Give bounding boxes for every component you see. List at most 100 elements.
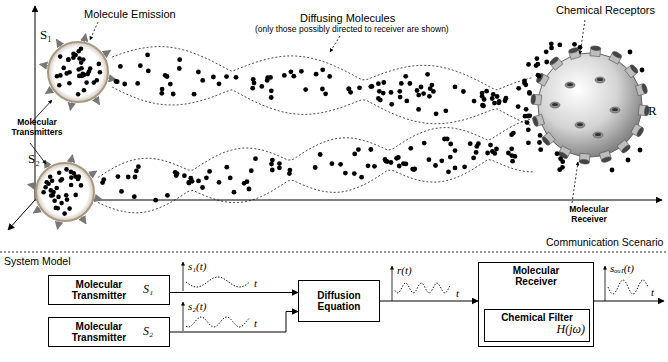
molecule bbox=[346, 87, 351, 92]
molecule bbox=[277, 165, 282, 170]
molecule bbox=[338, 162, 343, 167]
molecule bbox=[217, 180, 222, 185]
molecule bbox=[323, 91, 328, 96]
molecules bbox=[41, 41, 644, 216]
molecule bbox=[482, 97, 487, 102]
molecule bbox=[163, 73, 168, 78]
receptor bbox=[609, 50, 623, 64]
molecule bbox=[461, 89, 466, 94]
molecule bbox=[269, 88, 274, 93]
molecule bbox=[67, 81, 72, 86]
node-title: Diffusion Equation bbox=[309, 290, 369, 312]
molecule bbox=[560, 159, 565, 164]
node-title: Molecular Transmitter bbox=[65, 279, 133, 301]
molecule bbox=[327, 74, 332, 79]
molecule bbox=[57, 83, 62, 88]
molecule bbox=[527, 90, 532, 95]
transmitter-circle bbox=[48, 42, 108, 102]
molecule bbox=[61, 66, 66, 71]
molecule bbox=[73, 193, 78, 198]
node-title: Chemical Filter bbox=[489, 312, 585, 323]
plot-axis bbox=[183, 262, 184, 291]
label: s₂(t) bbox=[188, 300, 207, 313]
leader-line bbox=[580, 20, 585, 54]
molecule bbox=[415, 88, 420, 93]
emission-arrow bbox=[71, 155, 73, 163]
emission-arrow bbox=[40, 64, 48, 66]
molecule bbox=[356, 147, 361, 152]
molecule bbox=[65, 197, 70, 202]
receptor bbox=[579, 153, 590, 164]
molecule bbox=[76, 49, 81, 54]
molecule bbox=[448, 142, 453, 147]
molecule bbox=[425, 72, 430, 77]
label: S₁ bbox=[40, 28, 52, 43]
molecule bbox=[43, 185, 48, 190]
molecule bbox=[100, 180, 105, 185]
molecule bbox=[259, 84, 264, 89]
molecule bbox=[381, 80, 386, 85]
molecule bbox=[115, 79, 120, 84]
molecule bbox=[578, 45, 583, 50]
molecule bbox=[398, 95, 403, 100]
molecule bbox=[506, 151, 511, 156]
emission-arrow bbox=[84, 34, 86, 42]
molecule bbox=[408, 146, 413, 151]
molecule bbox=[412, 167, 417, 172]
molecule bbox=[488, 143, 493, 148]
molecule bbox=[403, 74, 408, 79]
molecule bbox=[97, 62, 102, 67]
molecule bbox=[62, 211, 67, 216]
molecule bbox=[427, 94, 432, 99]
node-content: Molecular Receiver bbox=[479, 263, 593, 289]
node-symbol: S₂ bbox=[143, 325, 153, 338]
molecule bbox=[224, 165, 229, 170]
molecule bbox=[126, 175, 131, 180]
molecule bbox=[71, 52, 76, 57]
signal-wave bbox=[395, 283, 450, 293]
receptor bbox=[532, 114, 545, 127]
molecule bbox=[192, 92, 197, 97]
molecule bbox=[228, 176, 233, 181]
molecule bbox=[538, 147, 543, 152]
chemical-receptors bbox=[531, 46, 650, 165]
node-title: Molecular Receiver bbox=[501, 265, 571, 287]
envelope-line bbox=[98, 159, 533, 212]
molecule bbox=[320, 67, 325, 72]
emission-arrow bbox=[70, 102, 72, 110]
molecule bbox=[404, 99, 409, 104]
node-content: Diffusion Equation bbox=[299, 281, 379, 321]
molecule bbox=[416, 93, 421, 98]
emission-arrow bbox=[46, 89, 53, 93]
molecule bbox=[134, 169, 139, 174]
molecule bbox=[64, 193, 69, 198]
receptor bbox=[625, 64, 639, 78]
molecule bbox=[79, 183, 84, 188]
molecule bbox=[86, 72, 91, 77]
molecule bbox=[277, 161, 282, 166]
filter-box: Chemical FilterH(jω) bbox=[484, 309, 590, 342]
molecule bbox=[526, 127, 531, 132]
molecule bbox=[69, 183, 74, 188]
molecule bbox=[443, 108, 448, 113]
molecule bbox=[526, 62, 531, 67]
molecule bbox=[485, 151, 490, 156]
molecule bbox=[69, 175, 74, 180]
molecule bbox=[524, 107, 529, 112]
molecule bbox=[359, 175, 364, 180]
receptor bbox=[635, 83, 648, 96]
receptor bbox=[575, 122, 585, 128]
label: t bbox=[456, 287, 459, 300]
receptor bbox=[590, 46, 601, 57]
molecule bbox=[159, 91, 164, 96]
molecule bbox=[397, 164, 402, 169]
molecule bbox=[54, 186, 59, 191]
molecule bbox=[376, 96, 381, 101]
output-arrow bbox=[594, 301, 664, 302]
receptor bbox=[565, 82, 575, 88]
molecule bbox=[495, 94, 500, 99]
molecule bbox=[372, 164, 377, 169]
molecule bbox=[549, 41, 554, 46]
molecule bbox=[58, 54, 63, 59]
